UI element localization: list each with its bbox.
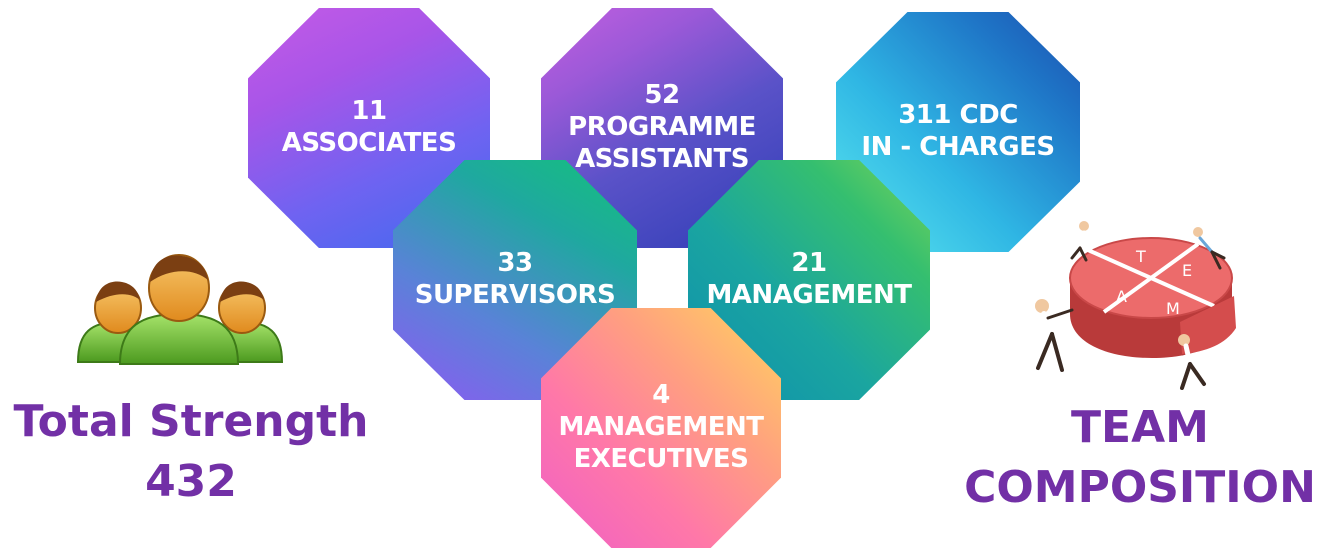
management-count: 21	[791, 248, 827, 279]
management-executives-label-1: MANAGEMENT	[558, 412, 764, 443]
cdc-line-1: 311 CDC	[898, 100, 1018, 131]
total-strength-value: 432	[145, 455, 237, 507]
team-puzzle-icon: T E A M	[1035, 221, 1236, 390]
team-letter-a: A	[1116, 287, 1127, 306]
supervisors-count: 33	[497, 248, 533, 279]
programme-assistants-count: 52	[644, 80, 680, 111]
management-executives-box: 4 MANAGEMENT EXECUTIVES	[541, 308, 781, 548]
team-letter-e: E	[1182, 261, 1192, 280]
team-letter-t: T	[1135, 247, 1146, 266]
management-label: MANAGEMENT	[706, 280, 912, 310]
total-strength: Total Strength 432	[6, 392, 376, 512]
management-executives-count: 4	[652, 380, 670, 411]
programme-assistants-label-2: ASSISTANTS	[575, 143, 749, 174]
programme-assistants-label-1: PROGRAMME	[568, 112, 756, 143]
team-composition-title: TEAM COMPOSITION	[955, 398, 1325, 518]
management-executives-label-2: EXECUTIVES	[573, 443, 749, 474]
people-group-icon	[76, 254, 284, 365]
associates-box: 11 ASSOCIATES	[248, 8, 490, 248]
team-composition-line-1: TEAM	[1071, 402, 1209, 453]
team-letter-m: M	[1166, 299, 1180, 318]
supervisors-label: SUPERVISORS	[414, 280, 616, 310]
cdc-line-2: IN - CHARGES	[861, 132, 1055, 162]
team-composition-line-2: COMPOSITION	[964, 461, 1316, 513]
associates-label: ASSOCIATES	[281, 128, 457, 158]
total-strength-label: Total Strength	[13, 396, 369, 447]
associates-count: 11	[351, 96, 387, 127]
